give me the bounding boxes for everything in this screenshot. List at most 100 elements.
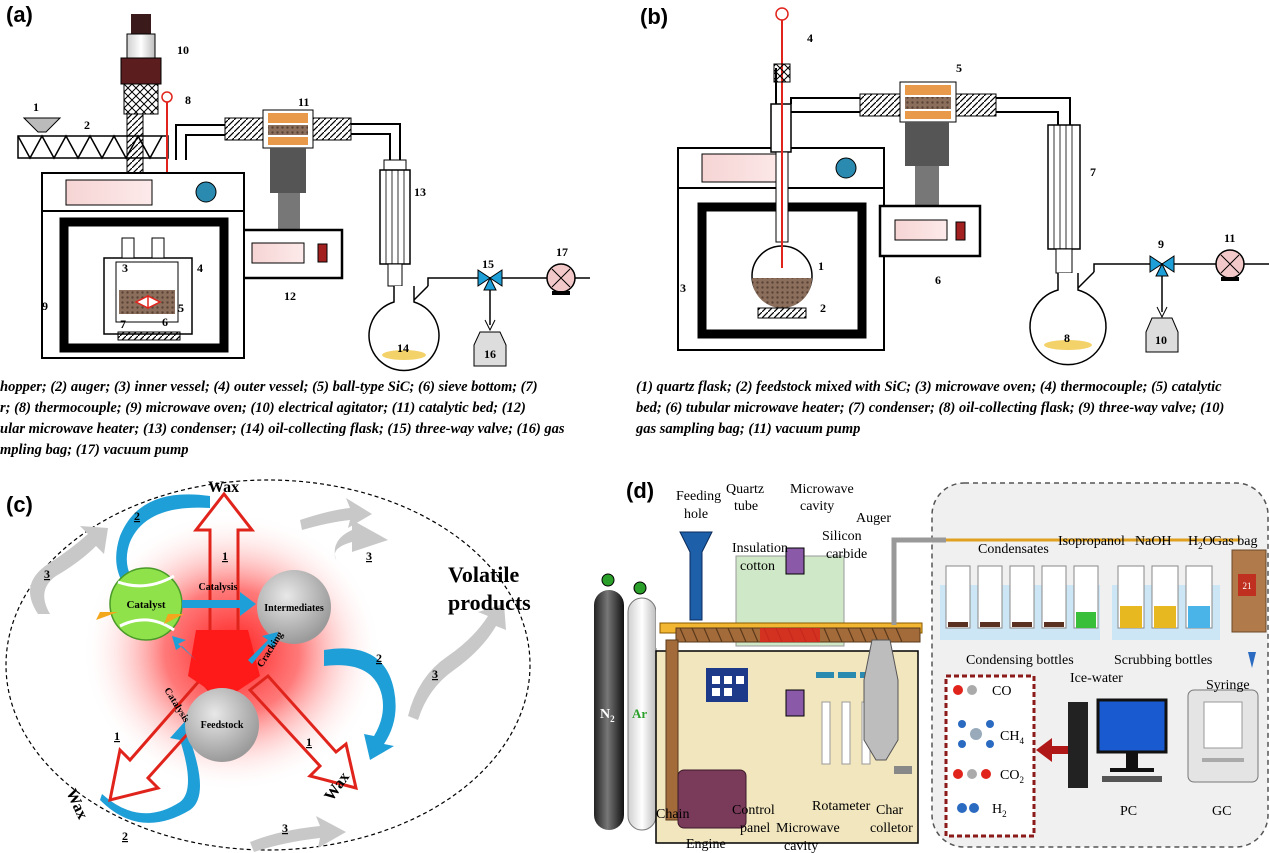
insulation-cotton-label-1: Insulation xyxy=(732,541,788,556)
num-a-17: 17 xyxy=(556,245,568,259)
naoh-label: NaOH xyxy=(1135,534,1172,549)
panel-a: (a) xyxy=(0,2,590,458)
num-b-2: 2 xyxy=(820,301,826,315)
scrubbing-bottles-label: Scrubbing bottles xyxy=(1114,653,1212,668)
step-2-top: 2 xyxy=(134,509,140,523)
microwave-cavity-top-label-1: Microwave xyxy=(790,482,854,497)
panel-b: (b) xyxy=(635,4,1269,437)
feeding-hole-label-1: Feeding xyxy=(676,489,721,504)
rotameter-label: Rotameter xyxy=(812,799,871,814)
catalysis-arrow xyxy=(182,592,256,616)
tubular-microwave-heater-b xyxy=(878,122,982,258)
num-a-4: 4 xyxy=(197,261,203,275)
catalyst-label: Catalyst xyxy=(126,599,165,611)
intermediates-label: Intermediates xyxy=(264,603,324,614)
num-b-9: 9 xyxy=(1158,237,1164,251)
num-a-6: 6 xyxy=(162,315,168,329)
char-colletor-label-2: colletor xyxy=(870,821,913,836)
control-panel-label-2: panel xyxy=(740,821,770,836)
panel-d: (d) N2 Ar xyxy=(594,478,1269,853)
num-b-5: 5 xyxy=(956,61,962,75)
isopropanol-label: Isopropanol xyxy=(1058,534,1125,549)
condenser-b xyxy=(1047,124,1081,274)
auger-label: Auger xyxy=(856,511,891,526)
step-3-left: 3 xyxy=(44,567,50,581)
volatile-label-2: products xyxy=(448,590,531,615)
num-a-2: 2 xyxy=(84,118,90,132)
caption-a-line-2: r; (8) thermocouple; (9) microwave oven;… xyxy=(0,400,526,416)
gas-bag-label: Gas bag xyxy=(1212,534,1258,549)
vacuum-pump-a xyxy=(545,263,590,295)
num-b-6: 6 xyxy=(935,273,941,287)
insulation-cotton-label-2: cotton xyxy=(740,559,775,574)
num-b-1: 1 xyxy=(818,259,824,273)
hopper-and-auger xyxy=(17,117,169,160)
gc-label: GC xyxy=(1212,804,1231,819)
num-a-14: 14 xyxy=(397,341,409,355)
caption-a-line-3: ular microwave heater; (13) condenser; (… xyxy=(0,421,565,437)
quartz-tube-label-1: Quartz xyxy=(726,482,764,497)
tubular-microwave-heater-a xyxy=(236,148,344,280)
reaction-core xyxy=(188,630,260,700)
caption-b-line-1: (1) quartz flask; (2) feedstock mixed wi… xyxy=(636,379,1222,395)
wax-top-label: Wax xyxy=(208,479,239,496)
control-panel-label-1: Control xyxy=(732,803,775,818)
condensing-bottles xyxy=(940,565,1100,640)
panel-a-numbers: 1 2 3 4 5 6 7 8 9 10 11 12 13 14 15 16 1… xyxy=(33,43,568,361)
gas-cylinders xyxy=(594,573,657,831)
num-b-7: 7 xyxy=(1090,165,1096,179)
step-3-bottom: 3 xyxy=(282,821,288,835)
num-b-10: 10 xyxy=(1155,333,1167,347)
ch4-label: CH4 xyxy=(1000,729,1024,746)
panel-b-numbers: 1 2 3 4 5 6 7 8 9 10 11 xyxy=(680,31,1235,347)
feeding-hole-label-2: hole xyxy=(684,507,708,522)
three-way-valve-b xyxy=(1140,255,1215,319)
num-b-4: 4 xyxy=(807,31,813,45)
vacuum-pump-b xyxy=(1215,249,1269,281)
panel-d-label: (d) xyxy=(626,478,654,503)
grey-arrows xyxy=(30,498,506,852)
condensing-bottles-label: Condensing bottles xyxy=(966,653,1074,668)
analysis-arrow xyxy=(1036,738,1080,762)
step-1-right: 1 xyxy=(306,735,312,749)
chain xyxy=(665,639,679,821)
num-a-8: 8 xyxy=(185,93,191,107)
step-3-right: 3 xyxy=(432,667,438,681)
boundary-ellipse xyxy=(5,479,531,851)
num-a-11: 11 xyxy=(298,95,309,109)
catalyst-ball: Catalyst xyxy=(109,567,183,641)
panel-c: (c) Catalyst xyxy=(5,479,531,852)
char-colletor-label-1: Char xyxy=(876,803,904,818)
engine-label: Engine xyxy=(686,837,726,852)
gc xyxy=(1187,689,1259,783)
num-a-12: 12 xyxy=(284,289,296,303)
microwave-oven-a xyxy=(41,172,245,359)
panel-a-label: (a) xyxy=(6,2,33,27)
wax-left-label: Wax xyxy=(62,787,91,822)
co2-label: CO2 xyxy=(1000,768,1024,785)
step-1-top: 1 xyxy=(222,549,228,563)
electrical-agitator xyxy=(120,14,162,175)
num-b-8: 8 xyxy=(1064,331,1070,345)
num-a-5: 5 xyxy=(178,301,184,315)
silicon-carbide-label-1: Silicon xyxy=(822,529,862,544)
gas-bag-mark: 21 xyxy=(1243,581,1252,591)
num-a-16: 16 xyxy=(484,347,496,361)
catalysis-top-label: Catalysis xyxy=(199,582,238,593)
caption-a-line-1: hopper; (2) auger; (3) inner vessel; (4)… xyxy=(0,379,538,395)
step-numbers: 1 1 1 2 2 2 3 3 3 3 xyxy=(44,509,438,843)
h2o-label: H2O xyxy=(1188,534,1213,551)
volatile-label-1: Volatile xyxy=(448,562,520,587)
step-2-right: 2 xyxy=(376,651,382,665)
gas-outlet-pipe xyxy=(891,537,946,625)
panel-a-caption: hopper; (2) auger; (3) inner vessel; (4)… xyxy=(0,379,565,458)
num-a-13: 13 xyxy=(414,185,426,199)
num-a-7: 7 xyxy=(120,317,126,331)
syringe-label: Syringe xyxy=(1206,678,1250,693)
gas-sampling-bag-a xyxy=(473,331,507,367)
ar-label: Ar xyxy=(632,706,647,721)
oil-collecting-flask-a xyxy=(368,277,470,372)
caption-b-line-2: bed; (6) tubular microwave heater; (7) c… xyxy=(636,400,1224,416)
chain-label: Chain xyxy=(656,807,689,822)
